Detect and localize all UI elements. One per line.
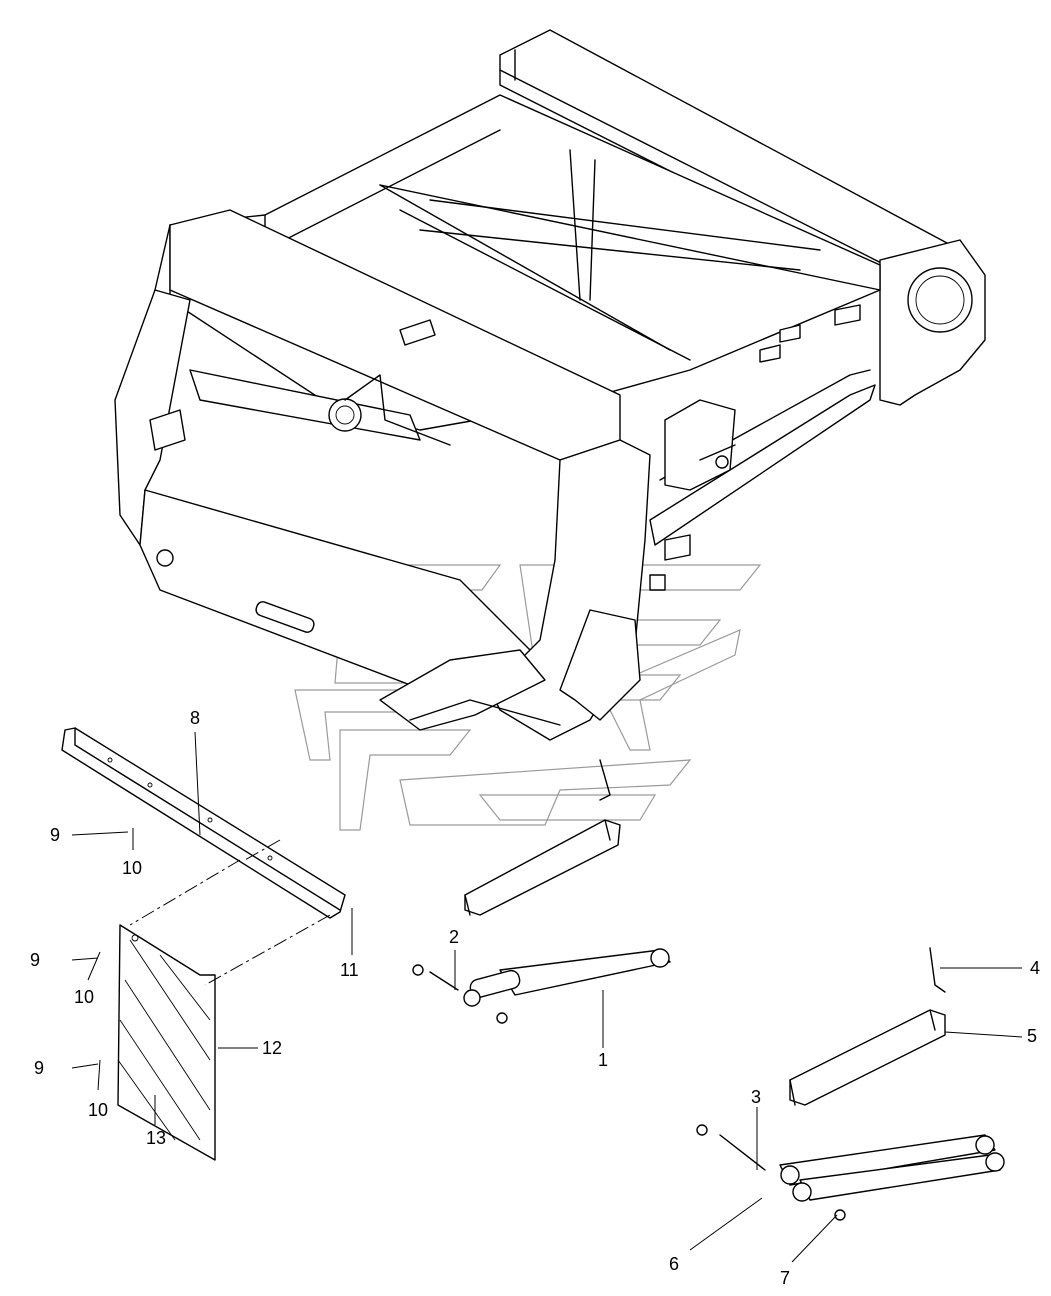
callout-6: 6 — [669, 1254, 679, 1274]
part-5-channel — [789, 1009, 946, 1106]
main-frame — [114, 29, 986, 741]
callout-7: 7 — [780, 1268, 790, 1288]
part-12-mudflap — [117, 924, 216, 1161]
callout-5: 5 — [1027, 1026, 1037, 1046]
callout-11: 11 — [340, 960, 359, 980]
centerline — [129, 859, 241, 926]
callout-12: 12 — [262, 1038, 282, 1058]
callout-10: 10 — [88, 1100, 108, 1120]
part-8-bracket — [61, 727, 346, 919]
callout-8: 8 — [190, 708, 200, 728]
callout-2: 2 — [449, 927, 459, 947]
part-4-rod — [929, 947, 946, 993]
callout-13: 13 — [146, 1128, 166, 1148]
callout-labels: 1 2 3 4 5 6 7 8 9 9 9 10 10 10 11 12 13 — [30, 708, 1040, 1288]
centerline — [244, 839, 281, 861]
callout-3: 3 — [751, 1087, 761, 1107]
callout-1: 1 — [598, 1050, 608, 1070]
parts-twin-cylinders — [696, 1124, 1005, 1221]
part-1-cylinder — [412, 948, 671, 1024]
callout-9: 9 — [30, 950, 40, 970]
callout-4: 4 — [1030, 958, 1040, 978]
callout-9: 9 — [50, 825, 60, 845]
callout-9: 9 — [34, 1058, 44, 1078]
callout-10: 10 — [74, 987, 94, 1007]
channel-beam — [464, 759, 621, 916]
centerline — [204, 914, 331, 986]
callout-10: 10 — [122, 858, 142, 878]
leader-lines — [71, 731, 1023, 1263]
